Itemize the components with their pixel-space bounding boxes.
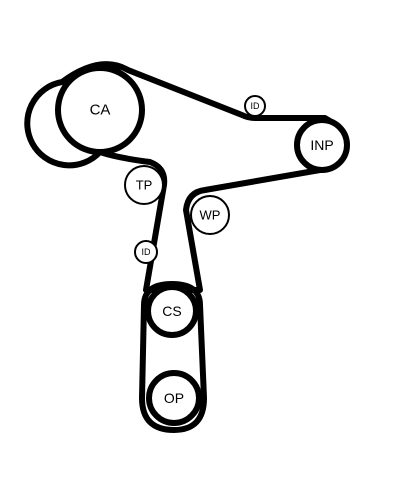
- water-pump-pulley: WP: [190, 195, 230, 235]
- oil-pump-pulley-label: OP: [164, 390, 184, 406]
- camshaft-pulley: CA: [55, 65, 145, 155]
- lower-idler-pulley: ID: [134, 240, 158, 264]
- tensioner-pulley: TP: [124, 165, 164, 205]
- water-pump-pulley-label: WP: [200, 208, 221, 223]
- crankshaft-pulley-label: CS: [162, 303, 181, 319]
- injection-pump-pulley-label: INP: [310, 137, 333, 153]
- upper-idler-pulley: ID: [244, 95, 266, 117]
- tensioner-pulley-label: TP: [136, 178, 153, 193]
- upper-idler-label: ID: [251, 101, 261, 111]
- oil-pump-belt: [139, 281, 207, 433]
- camshaft-pulley-label: CA: [90, 102, 111, 119]
- lower-idler-label: ID: [142, 247, 152, 257]
- oil-pump-pulley: OP: [146, 370, 202, 426]
- crankshaft-pulley: CS: [145, 284, 199, 338]
- injection-pump-pulley: INP: [294, 117, 350, 173]
